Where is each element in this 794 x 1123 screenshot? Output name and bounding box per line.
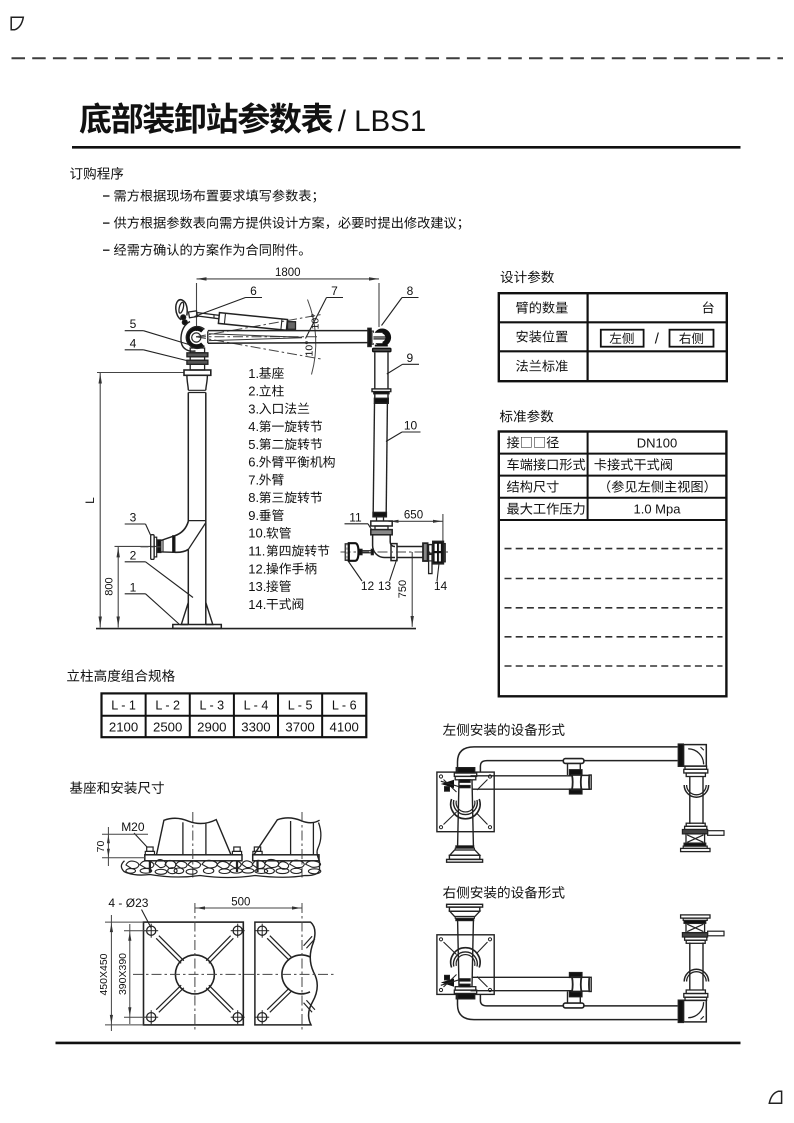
svg-text:L - 2: L - 2 xyxy=(155,699,180,713)
svg-text:4.: 4. xyxy=(248,419,259,434)
svg-text:5.: 5. xyxy=(248,437,259,452)
svg-text:3.: 3. xyxy=(248,401,259,416)
svg-text:450X450: 450X450 xyxy=(98,953,110,995)
svg-text:800: 800 xyxy=(104,577,116,595)
svg-text:L - 3: L - 3 xyxy=(199,699,224,713)
svg-text:/ LBS1: / LBS1 xyxy=(338,105,427,138)
svg-text:8: 8 xyxy=(407,284,414,298)
svg-text:/: / xyxy=(655,331,660,348)
svg-text:13.: 13. xyxy=(248,579,266,594)
svg-text:L - 5: L - 5 xyxy=(288,699,313,713)
svg-text:M20: M20 xyxy=(121,820,145,834)
svg-text:L - 4: L - 4 xyxy=(244,699,269,713)
svg-text:13: 13 xyxy=(378,579,392,593)
svg-text:8.: 8. xyxy=(248,490,259,505)
svg-text:5: 5 xyxy=(130,317,137,331)
svg-text:2500: 2500 xyxy=(153,720,182,735)
svg-text:10.: 10. xyxy=(248,526,266,541)
svg-text:650: 650 xyxy=(404,510,423,522)
svg-text:11.: 11. xyxy=(248,544,265,559)
svg-text:390X390: 390X390 xyxy=(117,953,129,995)
svg-text:1.0 Mpa: 1.0 Mpa xyxy=(634,501,682,516)
svg-text:L - 6: L - 6 xyxy=(332,699,357,713)
svg-text:4: 4 xyxy=(130,336,137,350)
svg-text:3: 3 xyxy=(130,511,137,525)
svg-text:7.: 7. xyxy=(248,472,259,487)
svg-text:1.: 1. xyxy=(248,366,259,381)
svg-text:10: 10 xyxy=(404,419,418,433)
svg-text:500: 500 xyxy=(231,897,250,909)
svg-text:2900: 2900 xyxy=(197,720,226,735)
svg-text:L - 1: L - 1 xyxy=(111,699,136,713)
svg-text:1800: 1800 xyxy=(275,267,301,279)
svg-text:L: L xyxy=(83,497,97,504)
svg-text:2.: 2. xyxy=(248,384,259,399)
svg-text:12: 12 xyxy=(361,579,375,593)
svg-text:11: 11 xyxy=(349,510,362,524)
svg-text:7: 7 xyxy=(331,284,338,298)
svg-text:3300: 3300 xyxy=(241,720,270,735)
svg-text:9: 9 xyxy=(406,351,413,365)
svg-text:4 - Ø23: 4 - Ø23 xyxy=(108,896,148,910)
svg-text:DN100: DN100 xyxy=(637,435,677,450)
svg-text:10°: 10° xyxy=(304,341,316,357)
svg-text:4100: 4100 xyxy=(330,720,359,735)
svg-text:3700: 3700 xyxy=(285,720,314,735)
svg-text:70: 70 xyxy=(95,841,107,853)
svg-text:12.: 12. xyxy=(248,561,266,576)
svg-text:6: 6 xyxy=(250,284,257,298)
svg-text:14.: 14. xyxy=(248,597,266,612)
svg-text:2100: 2100 xyxy=(109,720,138,735)
svg-text:1: 1 xyxy=(130,580,137,594)
svg-text:14: 14 xyxy=(434,579,448,593)
svg-text:6.: 6. xyxy=(248,455,259,470)
svg-text:750: 750 xyxy=(397,580,409,598)
svg-text:9.: 9. xyxy=(248,508,259,523)
svg-text:2: 2 xyxy=(130,548,137,562)
svg-text:10°: 10° xyxy=(310,314,322,330)
